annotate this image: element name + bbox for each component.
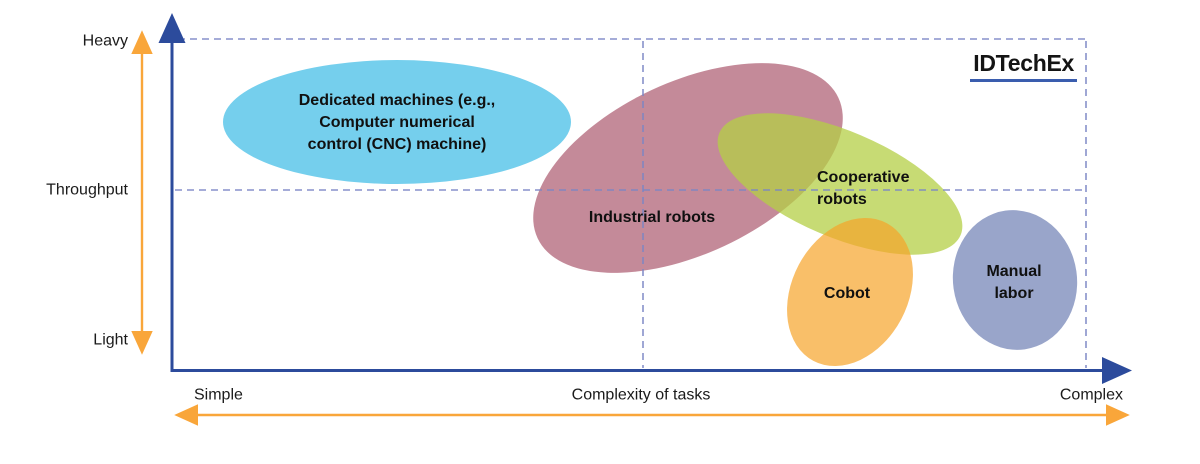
cobot-label: Cobot	[823, 285, 871, 302]
x-axis-label-simple: Simple	[194, 386, 243, 404]
dedicated-machines-label: Dedicated machines (e.g., Computer numer…	[298, 92, 496, 153]
x-axis-title: Complexity of tasks	[571, 386, 711, 404]
industrial-robots-label: Industrial robots	[588, 209, 716, 226]
dedicated-machines-ellipse	[223, 60, 571, 184]
y-axis-label-heavy: Heavy	[82, 32, 128, 50]
y-axis-title: Throughput	[46, 181, 128, 199]
idtechex-logo: IDTechEx	[970, 50, 1077, 82]
manual-labor-label: Manual labor	[986, 263, 1042, 302]
x-axis-label-complex: Complex	[1059, 386, 1123, 404]
manual-labor-ellipse	[952, 210, 1078, 350]
cobot-ellipse	[787, 217, 913, 367]
cooperative-robots-ellipse	[717, 113, 963, 255]
cooperative-robots-label: Cooperative robots	[817, 169, 910, 208]
y-axis-label-light: Light	[93, 331, 128, 349]
